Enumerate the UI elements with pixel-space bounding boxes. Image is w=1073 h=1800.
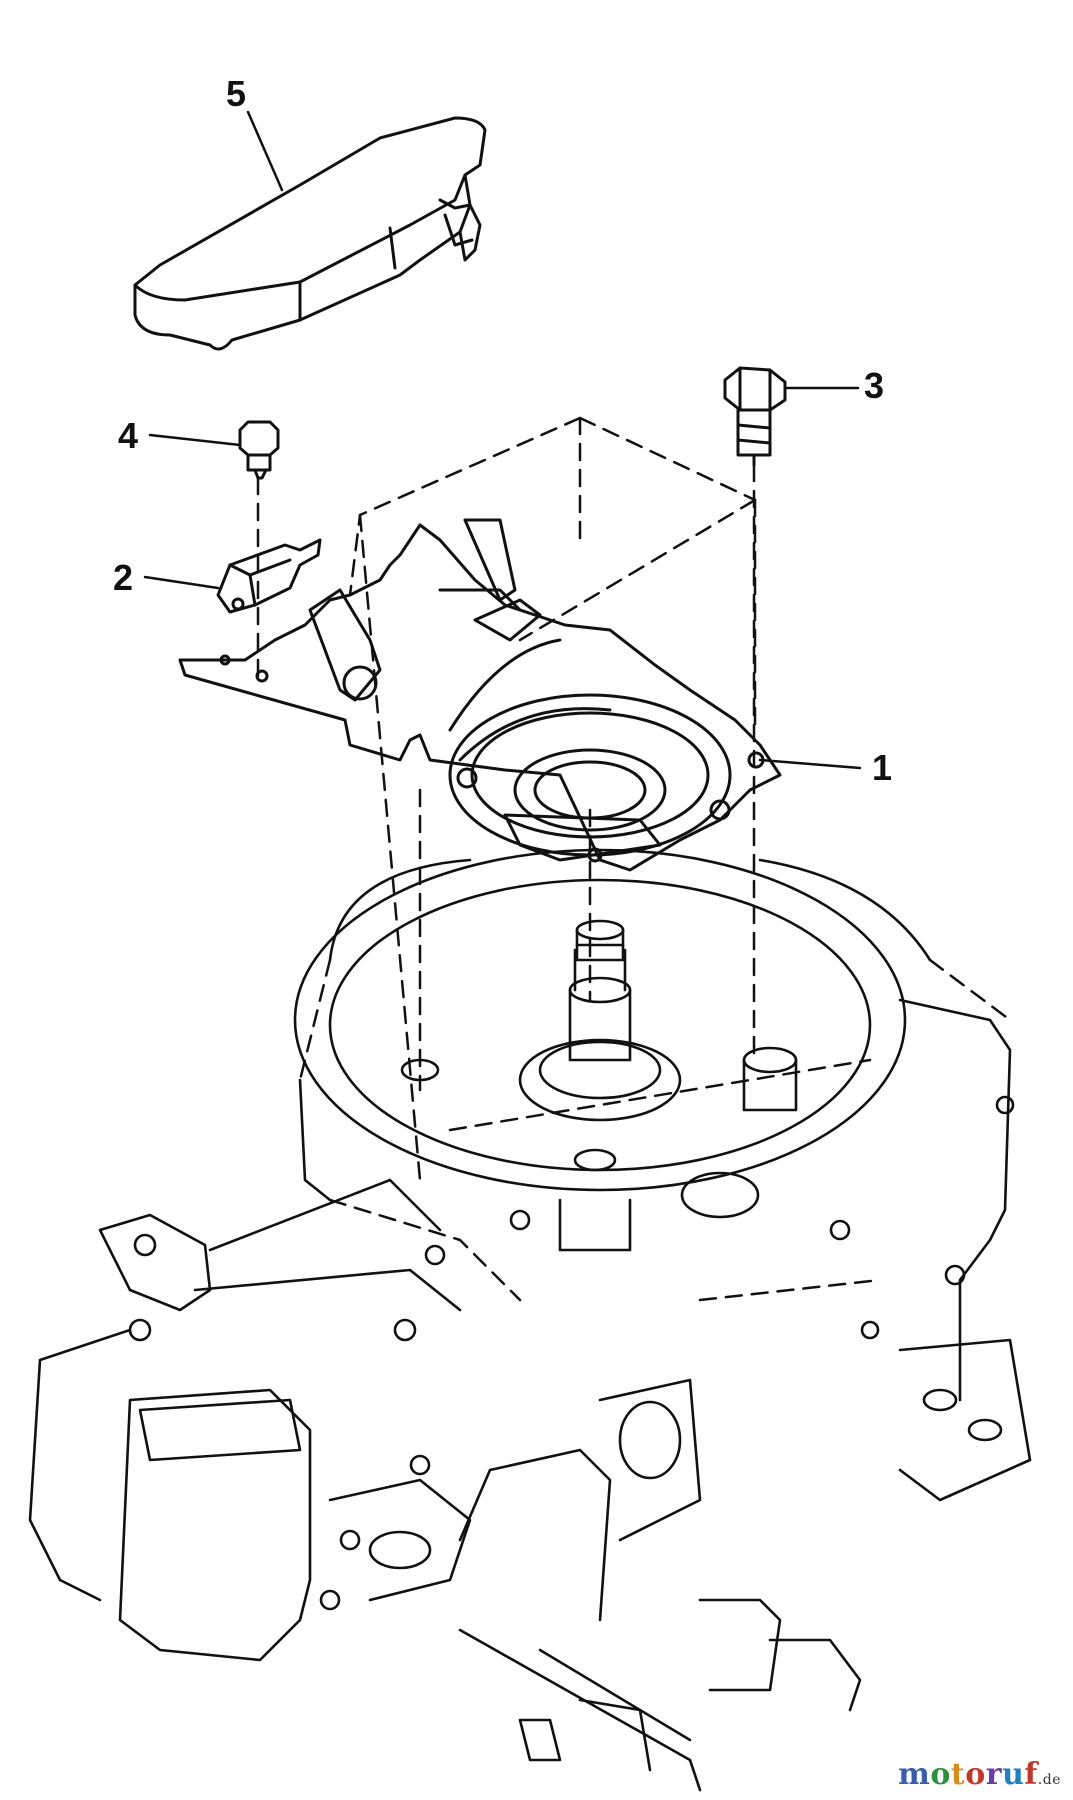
leader-lines: [143, 110, 862, 770]
callout-1: 1: [872, 747, 893, 788]
part-2-bracket: [216, 538, 322, 614]
watermark-letter: o: [930, 1757, 951, 1792]
callout-3: 3: [864, 365, 885, 406]
alignment-lines: [256, 416, 1012, 1302]
callout-5: 5: [226, 73, 247, 114]
watermark-letter: r: [985, 1757, 1003, 1792]
motoruf-watermark: motoruf.de: [898, 1757, 1061, 1792]
watermark-letter: u: [1002, 1757, 1025, 1792]
part-5-cover: [133, 116, 487, 351]
part-3-bolt: [723, 366, 787, 467]
watermark-tld: .de: [1037, 1772, 1061, 1788]
watermark-text: motoruf: [898, 1757, 1038, 1792]
watermark-letter: o: [965, 1757, 986, 1792]
callout-4: 4: [118, 415, 139, 456]
part-4-screw: [238, 420, 280, 480]
watermark-letter: m: [898, 1757, 931, 1792]
callout-2: 2: [113, 557, 134, 598]
watermark-letter: t: [950, 1757, 966, 1792]
watermark-letter: f: [1024, 1757, 1038, 1792]
engine-block: [28, 848, 1032, 1792]
part-1-brake-plate: [178, 518, 782, 872]
